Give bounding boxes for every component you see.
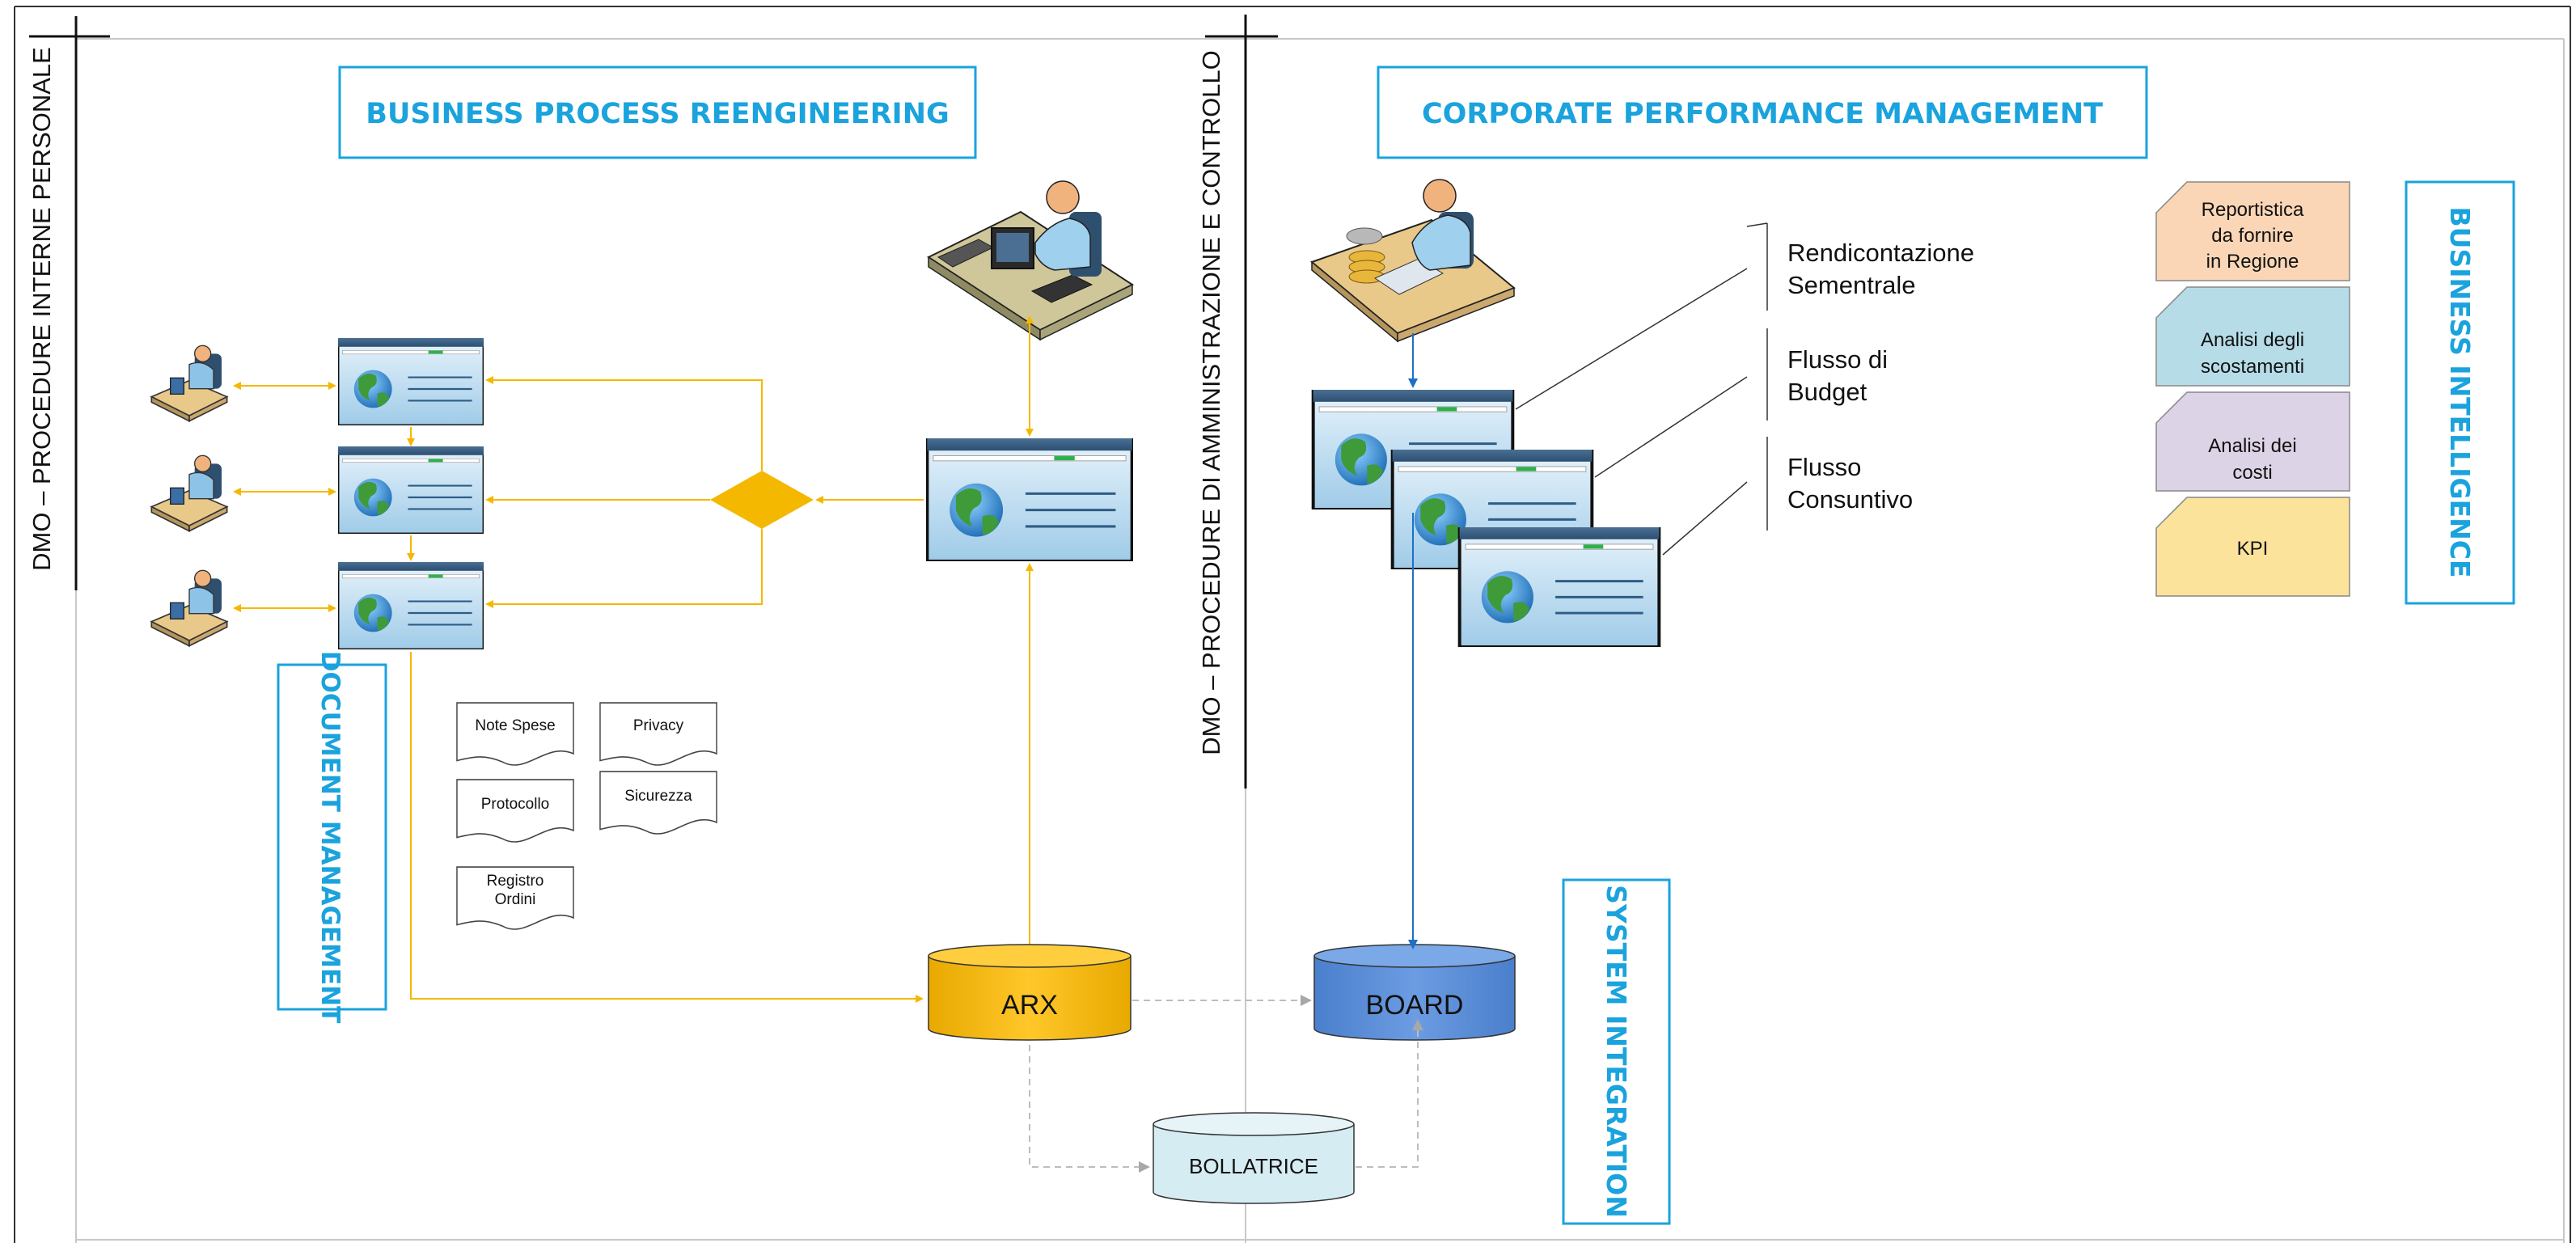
business-intelligence-box (2405, 180, 2515, 605)
user-window-connectors (233, 382, 415, 612)
svg-text:BOARD: BOARD (1366, 990, 1464, 1021)
user-desk-icon (150, 569, 228, 647)
svg-text:Sicurezza: Sicurezza (624, 788, 692, 805)
flow-callouts (1515, 222, 1768, 556)
user-desk-icon (150, 454, 228, 532)
svg-text:Protocollo: Protocollo (481, 796, 550, 813)
document-registro-ordini: Registro Ordini (456, 866, 574, 930)
document-protocollo: Protocollo (456, 779, 574, 843)
bi-card-costi: Analisi dei costi (2155, 391, 2350, 492)
user-desk-icon (150, 345, 228, 422)
document-management-box (277, 663, 387, 1011)
integration-connectors (1029, 995, 1423, 1173)
bi-card-scostamenti: Analisi degli scostamenti (2155, 286, 2350, 387)
svg-text:Privacy: Privacy (633, 717, 684, 734)
flow-label-rendicontazione: Rendicontazione (1787, 239, 1974, 267)
flow-label-budget-2: Budget (1787, 378, 1867, 406)
svg-text:Note Spese: Note Spese (475, 717, 555, 734)
windows-to-arx-connector (410, 652, 924, 1003)
database-board: BOARD (1313, 944, 1516, 1041)
svg-text:KPI: KPI (2237, 538, 2269, 560)
central-web-window-icon (927, 438, 1131, 561)
web-window-icon (338, 338, 484, 425)
flow-label-consuntivo: Flusso (1787, 453, 1861, 481)
bpr-title-box (338, 66, 977, 159)
lane-title-left: DMO – PROCEDURE INTERNE PERSONALE (27, 47, 56, 571)
document-sicurezza: Sicurezza (599, 771, 717, 835)
swimlane-frame (14, 6, 2571, 1243)
bpr-title: BUSINESS PROCESS REENGINEERING (366, 98, 949, 130)
system-integration-box (1562, 878, 1671, 1225)
svg-text:Analisi dei: Analisi dei (2208, 435, 2296, 457)
svg-text:Ordini: Ordini (495, 891, 536, 908)
svg-text:Reportistica: Reportistica (2202, 199, 2304, 221)
cpm-title-box (1377, 66, 2148, 159)
svg-text:BOLLATRICE: BOLLATRICE (1189, 1154, 1318, 1178)
flow-label-consuntivo-2: Consuntivo (1787, 485, 1913, 514)
flow-label-rendicontazione-2: Sementrale (1787, 271, 1916, 299)
decision-diamond (710, 471, 814, 529)
bi-card-reportistica: Reportistica da fornire in Regione (2155, 181, 2350, 281)
report-window-icon (1460, 527, 1660, 647)
document-note-spese: Note Spese (456, 702, 574, 766)
bi-card-kpi: KPI (2155, 497, 2350, 597)
web-window-icon (338, 446, 484, 534)
svg-text:da fornire: da fornire (2211, 225, 2293, 247)
system-integration-title: SYSTEM INTEGRATION (1601, 885, 1632, 1218)
svg-text:costi: costi (2232, 462, 2272, 484)
svg-text:scostamenti: scostamenti (2201, 356, 2304, 378)
worker-at-computer-icon (926, 180, 1135, 341)
database-bollatrice: BOLLATRICE (1153, 1112, 1355, 1204)
svg-text:Analisi degli: Analisi degli (2201, 329, 2304, 351)
lane-title-middle: DMO – PROCEDURE DI AMMINISTRAZIONE E CON… (1197, 50, 1225, 755)
business-intelligence-title: BUSINESS INTELLIGENCE (2444, 207, 2476, 578)
flow-label-budget: Flusso di (1787, 345, 1888, 374)
web-window-icon (338, 562, 484, 649)
document-privacy: Privacy (599, 702, 717, 766)
accountant-icon (1310, 179, 1516, 343)
svg-text:in Regione: in Regione (2206, 251, 2299, 273)
document-management-title: DOCUMENT MANAGEMENT (315, 651, 345, 1023)
svg-text:ARX: ARX (1001, 990, 1058, 1021)
diamond-connectors (485, 376, 924, 608)
svg-text:Registro: Registro (487, 873, 544, 890)
database-arx: ARX (928, 944, 1131, 1041)
cpm-title: CORPORATE PERFORMANCE MANAGEMENT (1422, 98, 2103, 130)
